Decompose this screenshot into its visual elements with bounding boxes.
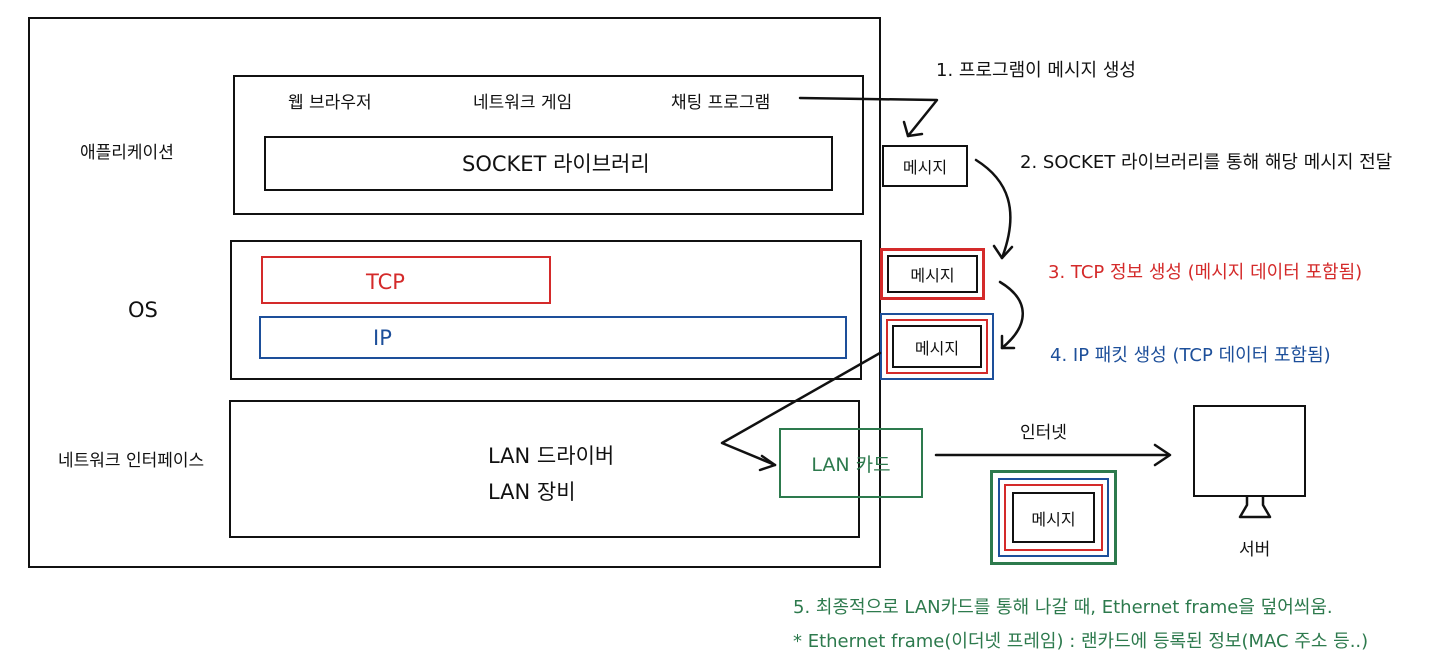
step-4-label: 4. IP 패킷 생성 (TCP 데이터 포함됨) <box>1050 345 1331 366</box>
message-label: 메시지 <box>914 338 960 358</box>
step-2-label: 2. SOCKET 라이브러리를 통해 해당 메시지 전달 <box>1020 152 1393 173</box>
message-box-ip-inner: 메시지 <box>892 325 982 368</box>
server-stand-icon <box>1238 495 1272 519</box>
ethernet-ip-layer: 메시지 <box>998 478 1109 557</box>
lan-card-box: LAN 카드 <box>779 428 923 498</box>
tcp-label: TCP <box>366 270 405 294</box>
os-layer-box <box>230 240 862 380</box>
arrow-ip-to-lan-card <box>720 351 882 467</box>
step-1-label: 1. 프로그램이 메시지 생성 <box>936 60 1136 81</box>
application-layer-box <box>233 75 864 215</box>
app-web-browser: 웹 브라우저 <box>288 93 372 113</box>
message-box-plain: 메시지 <box>882 145 968 187</box>
network-interface-box <box>229 400 860 538</box>
ethernet-tcp-layer: 메시지 <box>1004 484 1103 551</box>
network-interface-label: 네트워크 인터페이스 <box>58 451 205 471</box>
app-network-game: 네트워크 게임 <box>473 93 573 113</box>
message-box-ip-tcp-layer: 메시지 <box>886 319 988 374</box>
note-ethernet-step: 5. 최종적으로 LAN카드를 통해 나갈 때, Ethernet frame을… <box>793 597 1333 618</box>
lan-driver-label: LAN 드라이버 <box>488 444 615 468</box>
ethernet-message-inner: 메시지 <box>1012 492 1095 543</box>
lan-equipment-label: LAN 장비 <box>488 480 576 504</box>
message-label: 메시지 <box>902 158 948 177</box>
arrowhead-step-4 <box>1000 334 1016 350</box>
server-monitor-icon <box>1193 405 1306 497</box>
message-box-tcp-inner: 메시지 <box>887 255 978 293</box>
socket-library-box <box>264 136 833 191</box>
app-chat-program: 채팅 프로그램 <box>671 93 771 113</box>
application-layer-label: 애플리케이션 <box>80 143 174 163</box>
arrowhead-server <box>1153 443 1172 467</box>
arrow-tcp-to-ip <box>998 280 1024 350</box>
message-label: 메시지 <box>1031 509 1076 529</box>
socket-library-label: SOCKET 라이브러리 <box>462 152 650 176</box>
server-label: 서버 <box>1239 540 1271 560</box>
arrowhead-step-2 <box>992 244 1014 260</box>
step-3-label: 3. TCP 정보 생성 (메시지 데이터 포함됨) <box>1048 262 1363 283</box>
arrowhead-lan-card <box>758 454 777 472</box>
arrowhead-step-1 <box>902 120 924 138</box>
lan-card-label: LAN 카드 <box>811 453 891 476</box>
message-box-tcp: 메시지 <box>880 248 985 300</box>
internet-label: 인터넷 <box>1020 423 1067 443</box>
arrow-message-to-tcp <box>974 158 1012 260</box>
tcp-box <box>261 256 551 304</box>
ip-label: IP <box>373 326 392 350</box>
message-label: 메시지 <box>910 266 955 285</box>
ip-box <box>259 316 847 359</box>
arrow-chat-to-message <box>798 96 939 138</box>
note-ethernet-definition: * Ethernet frame(이더넷 프레임) : 랜카드에 등록된 정보(… <box>793 631 1369 652</box>
message-box-ip: 메시지 <box>880 313 994 380</box>
message-box-ethernet: 메시지 <box>990 470 1117 565</box>
os-layer-label: OS <box>128 298 158 322</box>
